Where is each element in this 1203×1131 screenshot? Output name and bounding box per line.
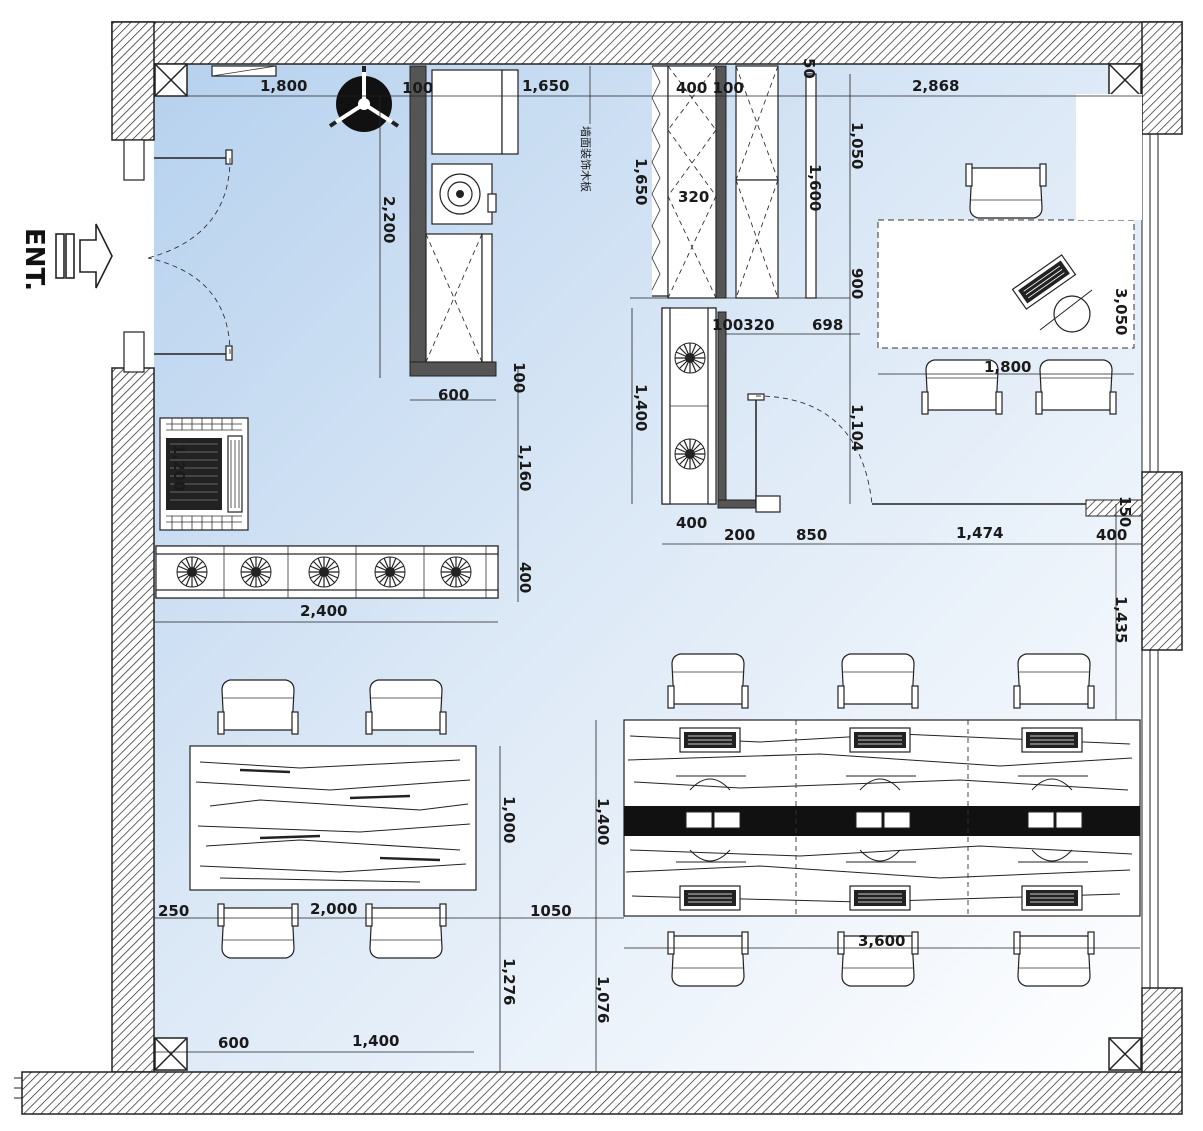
dim-label: 1,200 (170, 444, 188, 491)
dim-label: 200 (724, 526, 755, 544)
dim-label: 2,868 (912, 77, 959, 95)
entrance-label: ENT. (19, 228, 49, 291)
plant-icon (374, 556, 406, 588)
laptop-icon (679, 885, 741, 911)
plant-icon (440, 556, 472, 588)
dim-label: 150 (1116, 496, 1134, 527)
dim-label: 1,276 (500, 958, 518, 1005)
office-desk (877, 163, 1135, 415)
sink (431, 163, 497, 225)
dim-label: 1,400 (352, 1032, 399, 1050)
dim-label: 3,050 (1112, 288, 1130, 335)
office-chair (965, 163, 1047, 219)
kitchen-partition (409, 65, 427, 377)
dim-label: 600 (438, 386, 469, 404)
workstation-desk (623, 653, 1141, 987)
column-x-icon (1108, 1037, 1142, 1071)
dim-label: 1,050 (848, 122, 866, 169)
walls (21, 21, 1183, 1115)
ceiling-fan-icon (328, 66, 400, 132)
laptop-icon (849, 727, 911, 753)
meeting-table (189, 679, 477, 959)
plant-icon (176, 556, 208, 588)
dim-label: 1,650 (632, 158, 650, 205)
plant-icon (240, 556, 272, 588)
fridge (431, 69, 503, 155)
plant-icon (308, 556, 340, 588)
dim-label: 1,104 (848, 404, 866, 451)
dim-label: 320 (678, 188, 709, 206)
dim-label: 1,400 (632, 384, 650, 431)
dim-label: 1,435 (1112, 596, 1130, 643)
plant-icon (674, 342, 706, 374)
wall-panel-note: 墙面装饰木板 (579, 126, 593, 192)
dim-label: 2,200 (380, 196, 398, 243)
work-chair (667, 931, 749, 987)
work-chair (1013, 653, 1095, 709)
laptop-icon (679, 727, 741, 753)
dim-label: 1,474 (956, 524, 1003, 542)
planter-shelf-horizontal (155, 545, 499, 599)
dim-label: 1,160 (516, 444, 534, 491)
meeting-chair (217, 903, 299, 959)
dim-label: 400 (676, 514, 707, 532)
column-x-icon (154, 63, 188, 97)
dim-label: 1,800 (260, 77, 307, 95)
meeting-chair (365, 679, 447, 735)
dim-label: 100 (402, 79, 433, 97)
plant-icon (674, 438, 706, 470)
dim-label: 250 (158, 902, 189, 920)
dimension-lines (154, 74, 1142, 1072)
dim-label: 100320 (712, 316, 775, 334)
dim-label: 400 (1096, 526, 1127, 544)
dim-label: 400 100 (676, 79, 744, 97)
planter-shelf-vertical (661, 307, 717, 505)
dim-label: 900 (848, 268, 866, 299)
dim-label: 50 (800, 58, 818, 79)
office-door (747, 393, 1143, 517)
work-chair (667, 653, 749, 709)
dimension-labels: 1,800 100 1,650 400 100 50 2,868 2,200 1… (158, 58, 1134, 1052)
dim-label: 1,800 (984, 358, 1031, 376)
entrance: ENT. (19, 139, 233, 373)
column-x-icon (1108, 63, 1142, 97)
dim-label: 100 (510, 362, 528, 393)
dim-label: 1,650 (522, 77, 569, 95)
dim-label: 2,000 (310, 900, 357, 918)
column-x-icon (154, 1037, 188, 1071)
dim-label: 2,400 (300, 602, 347, 620)
dim-label: 400 (516, 562, 534, 593)
sofa (159, 417, 249, 531)
office-chair (1035, 359, 1117, 415)
laptop-icon (1021, 727, 1083, 753)
dim-label: 600 (218, 1034, 249, 1052)
dim-label: 1,000 (500, 796, 518, 843)
laptop-icon (849, 885, 911, 911)
dim-label: 1,076 (594, 976, 612, 1023)
dim-label: 1,600 (806, 164, 824, 211)
work-chair (837, 653, 919, 709)
meeting-chair (365, 903, 447, 959)
entrance-arrow-icon (55, 223, 113, 289)
work-chair (1013, 931, 1095, 987)
meeting-chair (217, 679, 299, 735)
dim-label: 1,400 (594, 798, 612, 845)
dim-label: 1050 (530, 902, 572, 920)
dim-label: 850 (796, 526, 827, 544)
kitchen-cabinet (425, 233, 493, 363)
laptop-icon (1021, 885, 1083, 911)
dim-label: 698 (812, 316, 843, 334)
dim-label: 3,600 (858, 932, 905, 950)
